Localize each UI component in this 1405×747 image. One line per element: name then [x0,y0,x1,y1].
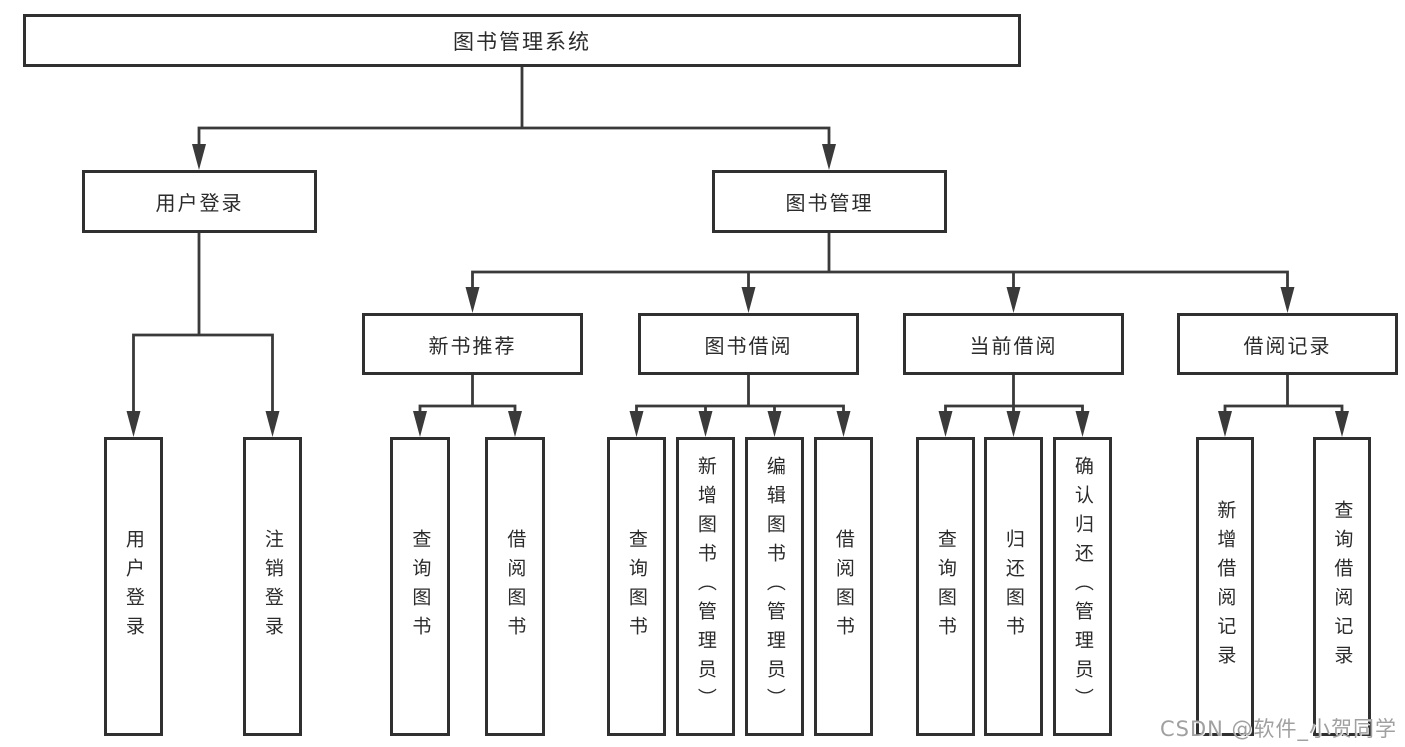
node-user-login: 用户登录 [82,170,317,233]
connector-line [944,375,1084,413]
watermark-text: CSDN @软件_小贺同学 [1160,717,1398,741]
connector-current-to-leaves [938,375,1090,437]
node-borrow-book-recommend: 借阅图书 [485,437,545,736]
connector-arrowhead [413,411,522,437]
node-query-borrow-record-label: 查询借阅记录 [1331,499,1354,674]
connector-records-to-leaves [1218,375,1349,437]
node-current-borrow-label: 当前借阅 [969,333,1058,358]
connector-line [471,233,1289,289]
node-borrow-book: 借阅图书 [814,437,873,736]
node-add-book-admin: 新增图书（管理员） [676,437,735,736]
node-new-book-recommend: 新书推荐 [362,313,583,375]
node-book-management-label: 图书管理 [785,191,874,215]
node-query-book-current-label: 查询图书 [934,528,957,645]
node-root: 图书管理系统 [23,14,1021,67]
connector-line [132,233,274,413]
node-return-book-label: 归还图书 [1002,528,1025,645]
node-book-management: 图书管理 [712,170,947,233]
node-root-label: 图书管理系统 [453,29,591,54]
connector-login-to-leaves [126,233,280,437]
node-edit-book-admin-label: 编辑图书（管理员） [763,456,786,717]
connector-line [418,375,517,413]
node-return-book: 归还图书 [984,437,1043,736]
node-login-leaf-label: 用户登录 [122,528,145,645]
connector-line [635,375,845,413]
node-borrow-records-label: 借阅记录 [1243,333,1332,358]
connector-arrowhead [938,411,1090,437]
connector-line [197,67,831,146]
node-query-borrow-record: 查询借阅记录 [1313,437,1371,736]
node-new-book-recommend-label: 新书推荐 [428,333,517,358]
node-logout-leaf: 注销登录 [243,437,302,736]
node-add-borrow-record-label: 新增借阅记录 [1214,499,1237,674]
node-borrow-book-label: 借阅图书 [832,528,855,645]
node-edit-book-admin: 编辑图书（管理员） [745,437,804,736]
connector-line [1223,375,1344,413]
connector-root-to-level2 [192,67,836,170]
node-current-borrow: 当前借阅 [903,313,1124,375]
node-query-book-borrow-label: 查询图书 [625,528,648,645]
node-add-book-admin-label: 新增图书（管理员） [694,456,717,717]
connector-arrowhead [126,411,280,437]
connector-borrow-to-leaves [629,375,851,437]
node-book-borrow-label: 图书借阅 [704,333,793,358]
node-query-book-recommend-label: 查询图书 [409,528,432,645]
connector-arrowhead [465,287,1295,313]
node-book-borrow: 图书借阅 [638,313,859,375]
node-query-book-borrow: 查询图书 [607,437,666,736]
connector-arrowhead [1218,411,1349,437]
connector-arrowhead [192,144,836,170]
node-query-book-recommend: 查询图书 [390,437,450,736]
connector-arrowhead [629,411,851,437]
node-login-leaf: 用户登录 [104,437,163,736]
node-borrow-records: 借阅记录 [1177,313,1398,375]
node-confirm-return-admin-label: 确认归还（管理员） [1071,456,1094,717]
node-query-book-current: 查询图书 [916,437,975,736]
node-user-login-label: 用户登录 [155,191,244,215]
node-logout-leaf-label: 注销登录 [261,528,284,645]
node-add-borrow-record: 新增借阅记录 [1196,437,1254,736]
connector-recommend-to-leaves [413,375,522,437]
node-confirm-return-admin: 确认归还（管理员） [1053,437,1112,736]
connector-management-to-level3 [465,233,1295,313]
node-borrow-book-recommend-label: 借阅图书 [504,528,527,645]
